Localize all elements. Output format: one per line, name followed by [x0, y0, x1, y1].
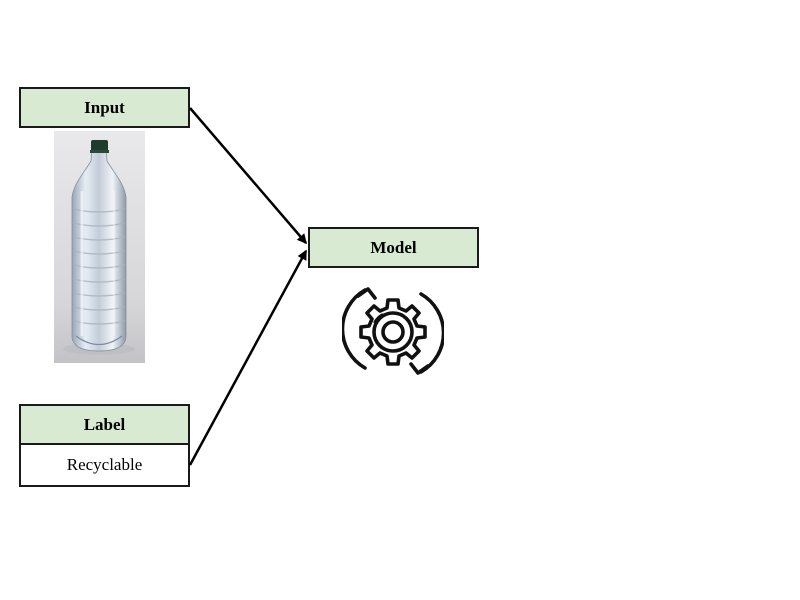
label-title: Label	[83, 414, 126, 434]
label-value: Recyclable	[66, 455, 143, 474]
model-header: Model	[308, 227, 479, 268]
label-header: Label	[19, 404, 190, 445]
label-to-model-arrow	[188, 249, 308, 466]
label-value-box: Recyclable	[19, 445, 190, 487]
model-title: Model	[370, 237, 417, 257]
input-header: Input	[19, 87, 190, 128]
input-to-model-arrow	[189, 107, 307, 245]
gear-refresh-icon	[342, 287, 444, 375]
input-title: Input	[84, 97, 125, 117]
water-bottle-image	[54, 131, 145, 363]
